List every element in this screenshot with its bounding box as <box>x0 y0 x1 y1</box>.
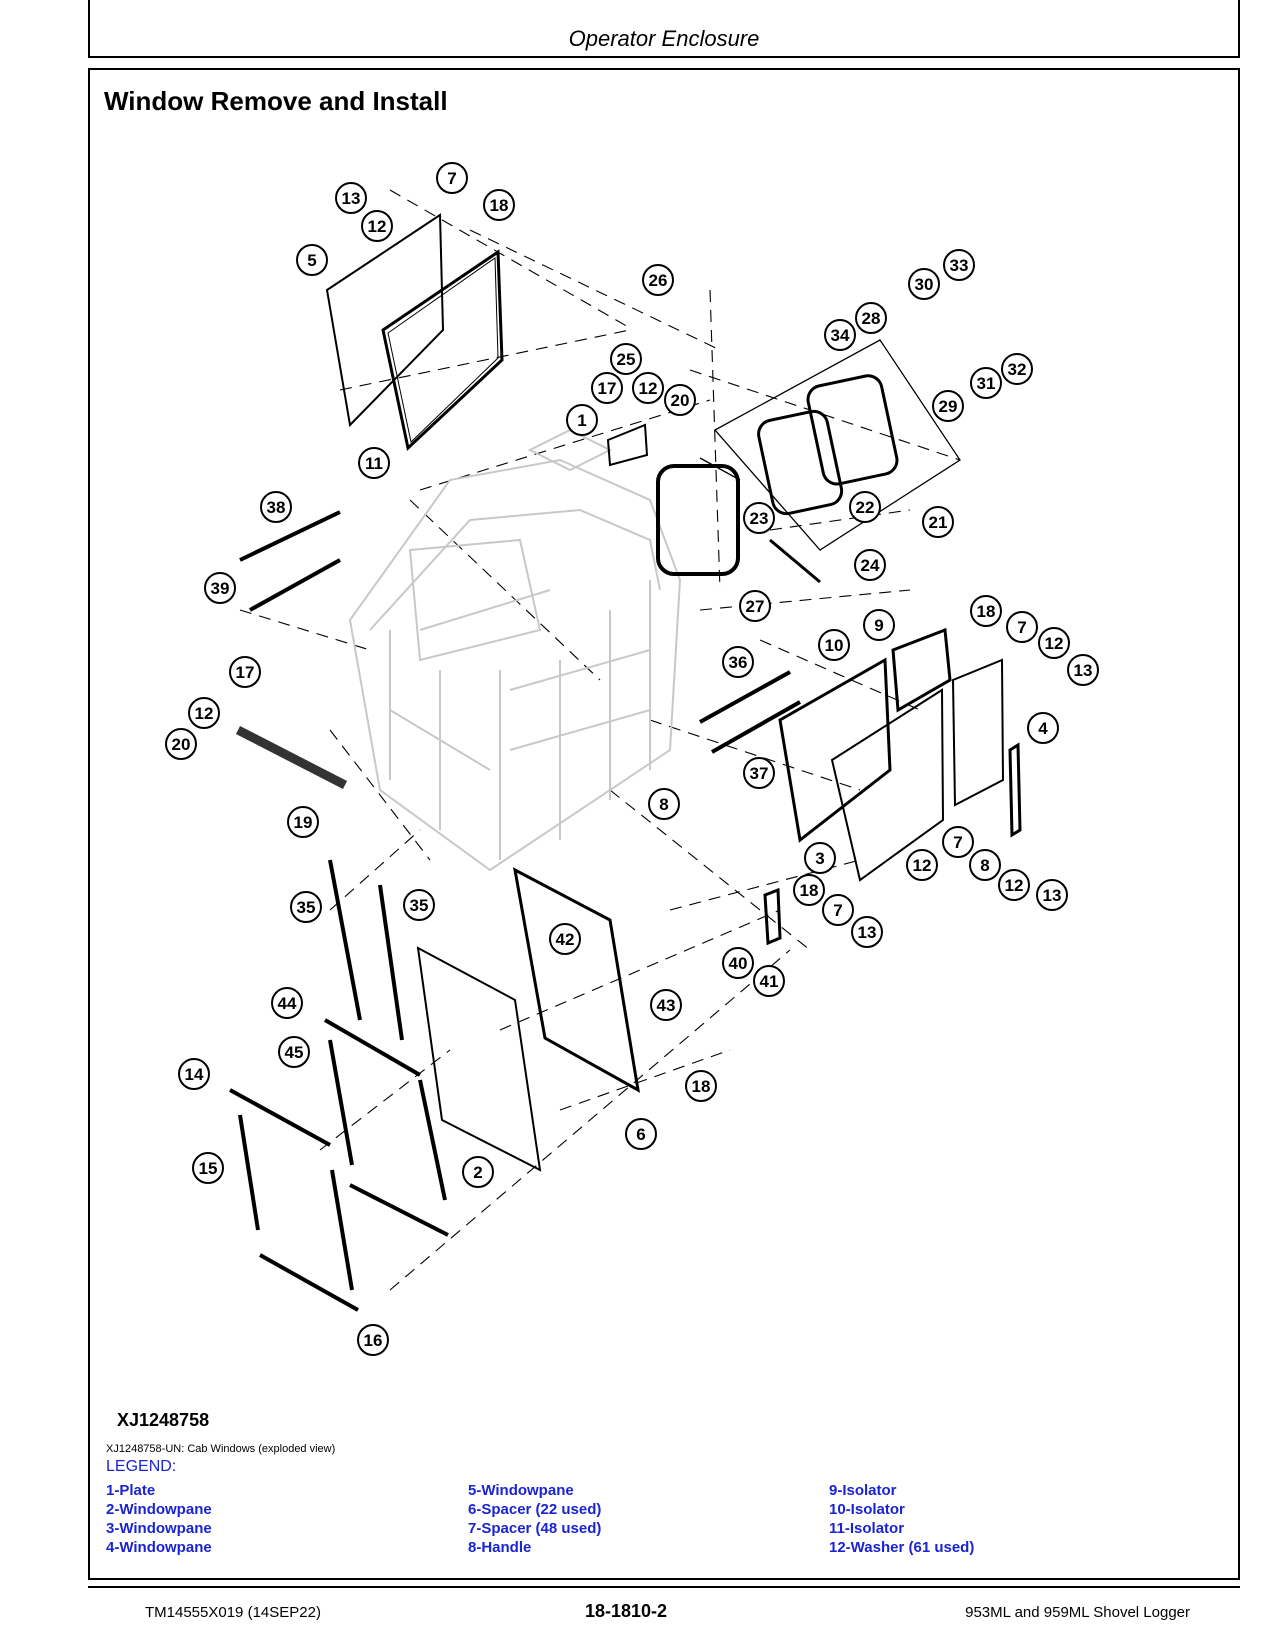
figure-id: XJ1248758 <box>117 1410 210 1430</box>
callout-3: 3 <box>815 849 824 868</box>
callout-45: 45 <box>285 1043 304 1062</box>
callout-20: 20 <box>671 391 690 410</box>
legend-item: 5-Windowpane <box>468 1482 574 1499</box>
callout-12b: 12 <box>195 704 214 723</box>
callout-32: 32 <box>1008 360 1027 379</box>
callout-28: 28 <box>862 309 881 328</box>
callout-7: 7 <box>447 169 456 188</box>
callout-39: 39 <box>211 579 230 598</box>
legend-item: 10-Isolator <box>829 1501 905 1518</box>
page-header: Operator Enclosure <box>88 0 1240 58</box>
legend-item: 1-Plate <box>106 1482 156 1499</box>
callout-13b: 13 <box>1074 661 1093 680</box>
callout-12f: 12 <box>913 856 932 875</box>
callout-21: 21 <box>929 513 948 532</box>
callout-41: 41 <box>760 972 779 991</box>
callout-18b: 18 <box>977 602 996 621</box>
callout-1: 1 <box>577 411 586 430</box>
callout-18d: 18 <box>692 1077 711 1096</box>
legend-column-3: 9-Isolator 10-Isolator 11-Isolator 12-Wa… <box>829 1481 974 1557</box>
legend-item: 2-Windowpane <box>106 1501 212 1518</box>
legend-item: 6-Spacer (22 used) <box>468 1501 602 1518</box>
callout-13c: 13 <box>1043 886 1062 905</box>
callout-12c: 12 <box>639 379 658 398</box>
callout-29: 29 <box>939 397 958 416</box>
callout-42: 42 <box>556 930 575 949</box>
callout-18c: 18 <box>800 881 819 900</box>
footer-page-number: 18-1810-2 <box>585 1601 668 1621</box>
callout-15: 15 <box>199 1159 218 1178</box>
callout-8: 8 <box>659 795 668 814</box>
callout-33: 33 <box>950 256 969 275</box>
callout-18: 18 <box>490 196 509 215</box>
callout-10: 10 <box>825 636 844 655</box>
callout-40: 40 <box>729 954 748 973</box>
legend-item: 7-Spacer (48 used) <box>468 1520 602 1537</box>
content-frame: Window Remove and Install <box>88 68 1240 1580</box>
legend-column-2: 5-Windowpane 6-Spacer (22 used) 7-Spacer… <box>468 1481 601 1557</box>
legend-item: 11-Isolator <box>829 1520 905 1537</box>
exploded-view-diagram: 1 2 3 4 5 6 7 8 9 10 11 12 13 14 15 16 1… <box>165 162 1099 1356</box>
callout-37: 37 <box>750 764 769 783</box>
callout-14: 14 <box>185 1065 204 1084</box>
callout-7b: 7 <box>1017 618 1026 637</box>
callout-12e: 12 <box>1005 876 1024 895</box>
callout-25: 25 <box>617 350 636 369</box>
callout-5: 5 <box>307 251 316 270</box>
legend-item: 8-Handle <box>468 1539 532 1556</box>
callout-24: 24 <box>861 556 880 575</box>
callout-36: 36 <box>729 653 748 672</box>
callout-7c: 7 <box>953 833 962 852</box>
callout-12: 12 <box>368 217 387 236</box>
figure-caption: XJ1248758-UN: Cab Windows (exploded view… <box>106 1443 336 1455</box>
footer-manual-id: TM14555X019 (14SEP22) <box>145 1604 321 1621</box>
footer-rule <box>88 1586 1240 1588</box>
callout-4: 4 <box>1038 719 1048 738</box>
callout-20b: 20 <box>172 735 191 754</box>
callout-19: 19 <box>294 813 313 832</box>
callout-34: 34 <box>831 326 850 345</box>
legend-column-1: 1-Plate 2-Windowpane 3-Windowpane 4-Wind… <box>106 1481 212 1557</box>
legend-item: 3-Windowpane <box>106 1520 212 1537</box>
callout-8b: 8 <box>980 856 989 875</box>
callout-31: 31 <box>977 374 996 393</box>
callout-13: 13 <box>342 189 361 208</box>
callout-16: 16 <box>364 1331 383 1350</box>
callout-35b: 35 <box>410 896 429 915</box>
header-title: Operator Enclosure <box>568 26 760 51</box>
legend-item: 12-Washer (61 used) <box>829 1539 975 1556</box>
callout-17: 17 <box>598 379 617 398</box>
callout-6: 6 <box>636 1125 645 1144</box>
callout-2: 2 <box>473 1163 482 1182</box>
callout-27: 27 <box>746 597 765 616</box>
callout-35a: 35 <box>297 898 316 917</box>
callout-12d: 12 <box>1045 634 1064 653</box>
callout-17b: 17 <box>236 663 255 682</box>
callout-43: 43 <box>657 996 676 1015</box>
callout-44: 44 <box>278 994 297 1013</box>
legend-item: 4-Windowpane <box>106 1539 212 1556</box>
callout-26: 26 <box>649 271 668 290</box>
callout-9: 9 <box>874 616 883 635</box>
callout-22: 22 <box>856 498 875 517</box>
callout-11: 11 <box>365 454 383 473</box>
section-title: Window Remove and Install <box>104 86 448 116</box>
legend-item: 9-Isolator <box>829 1482 897 1499</box>
callout-7d: 7 <box>833 901 842 920</box>
callout-23: 23 <box>750 509 769 528</box>
callout-13d: 13 <box>858 923 877 942</box>
callout-38: 38 <box>267 498 286 517</box>
footer-model: 953ML and 959ML Shovel Logger <box>965 1604 1190 1621</box>
callout-30: 30 <box>915 275 934 294</box>
legend-title: LEGEND: <box>106 1458 177 1475</box>
